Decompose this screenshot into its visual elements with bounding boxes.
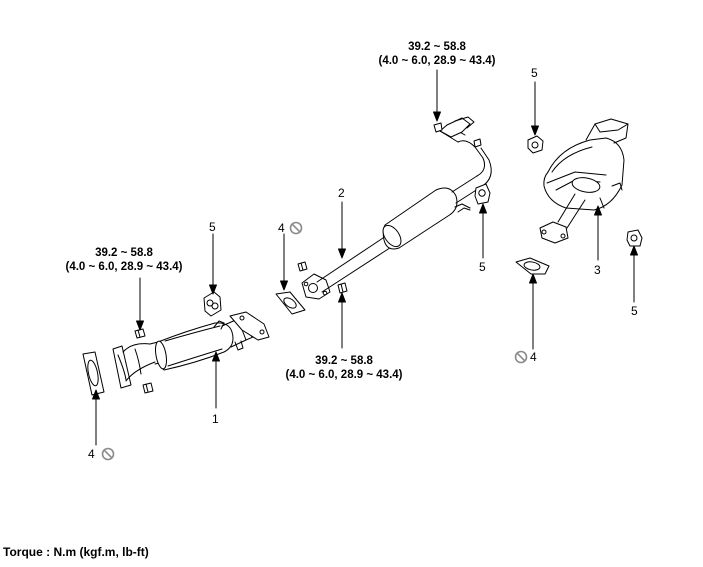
rubber-hanger-far-right	[626, 229, 643, 247]
gasket-middle	[275, 291, 306, 315]
gasket-right	[515, 257, 550, 275]
callout-hanger-center: 5	[479, 260, 486, 274]
callout-hanger-top-right: 5	[531, 66, 538, 80]
torque-unit-note: Torque : N.m (kgf.m, lb-ft)	[3, 545, 149, 559]
no-reuse-icon	[101, 221, 528, 461]
callout-hanger-left: 5	[209, 220, 216, 234]
torque-value: 39.2 ~ 58.8	[408, 41, 466, 53]
callout-hanger-far-right: 5	[631, 304, 638, 318]
torque-conversion: (4.0 ~ 6.0, 28.9 ~ 43.4)	[285, 369, 403, 381]
callout-part-3: 3	[594, 263, 601, 277]
torque-label-middle: 39.2 ~ 58.8 (4.0 ~ 6.0, 28.9 ~ 43.4)	[273, 354, 415, 382]
center-muffler-pipe	[297, 116, 492, 300]
rubber-hanger-top-right	[527, 135, 544, 154]
callout-gasket-middle: 4	[278, 221, 285, 235]
torque-conversion: (4.0 ~ 6.0, 28.9 ~ 43.4)	[65, 261, 183, 273]
torque-conversion: (4.0 ~ 6.0, 28.9 ~ 43.4)	[378, 55, 496, 67]
callout-gasket-right: 4	[530, 350, 537, 364]
front-pipe	[82, 311, 270, 396]
leader-lines	[92, 69, 638, 446]
torque-label-left: 39.2 ~ 58.8 (4.0 ~ 6.0, 28.9 ~ 43.4)	[53, 246, 195, 274]
callout-part-2: 2	[338, 186, 345, 200]
callout-gasket-left: 4	[88, 447, 95, 461]
torque-value: 39.2 ~ 58.8	[95, 247, 153, 259]
main-muffler	[539, 118, 629, 244]
torque-value: 39.2 ~ 58.8	[315, 355, 373, 367]
callout-part-1: 1	[212, 412, 219, 426]
rubber-hanger-left	[203, 291, 222, 317]
torque-label-top: 39.2 ~ 58.8 (4.0 ~ 6.0, 28.9 ~ 43.4)	[366, 40, 508, 68]
rubber-hanger-center	[474, 183, 491, 205]
